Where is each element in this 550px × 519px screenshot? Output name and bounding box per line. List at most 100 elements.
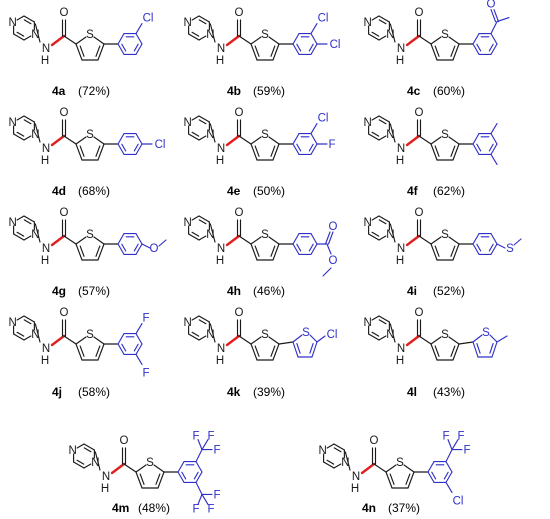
pyrazine-nitrogen-bottom: N [31,29,39,41]
pyrazine-nitrogen-top: N [183,317,191,329]
trifluoromethyl-top-f: F [192,431,199,443]
chlorine-label: Cl [318,13,329,25]
carbonyl-oxygen: O [235,107,244,119]
pyrazine-nitrogen-top: N [183,17,191,29]
amide-nitrogen: N [102,471,110,483]
chlorine-label: Cl [155,139,166,151]
chlorine-label: Cl [143,13,154,25]
amide-nitrogen: N [217,143,225,155]
compound-yield: (46%) [253,284,285,298]
carbonyl-oxygen: O [235,307,244,319]
fluorine-label: F [142,313,149,325]
compound-id: 4k [227,385,241,399]
amide-nitrogen: N [217,343,225,355]
pyrazine-nitrogen-bottom: N [386,229,394,241]
pyrazine-nitrogen-top: N [363,217,371,229]
compound-yield: (59%) [253,84,285,98]
pyrazine-nitrogen-top: N [318,445,326,457]
carbonyl-oxygen: O [415,7,424,19]
thiophene-sulfur: S [482,327,490,339]
pyrazine-nitrogen-top: N [363,17,371,29]
chlorine-label: Cl [330,39,341,51]
carbonyl-oxygen: O [235,207,244,219]
trifluoromethyl-bottom-f: F [213,489,220,501]
amide-hydrogen: H [216,355,224,367]
compound-yield: (52%) [433,284,465,298]
thiophene-sulfur: S [146,457,154,469]
thiophene-sulfur: S [261,229,269,241]
pyrazine-nitrogen-top: N [363,317,371,329]
pyrazine-nitrogen-bottom: N [91,457,99,469]
compound-id: 4d [52,184,66,198]
compound-id: 4b [227,84,241,98]
compound-yield: (43%) [433,385,465,399]
trifluoromethyl-f: F [463,445,470,457]
pyrazine-nitrogen-bottom: N [206,29,214,41]
amide-hydrogen: H [41,255,49,267]
thiophene-sulfur: S [396,457,404,469]
ester-carbonyl-oxygen: O [329,221,338,233]
carbonyl-oxygen: O [415,107,424,119]
trifluoromethyl-f: F [442,431,449,443]
thiophene-sulfur: S [441,29,449,41]
compound-yield: (57%) [78,284,110,298]
compound-yield: (58%) [78,385,110,399]
amide-hydrogen: H [41,355,49,367]
amide-hydrogen: H [396,155,404,167]
carbonyl-oxygen: O [60,207,69,219]
ketone-oxygen: O [487,0,496,11]
pyrazine-nitrogen-bottom: N [31,329,39,341]
amide-hydrogen: H [351,483,359,495]
compound-id: 4h [227,284,241,298]
pyrazine-nitrogen-top: N [363,117,371,129]
methoxy-oxygen: O [150,243,159,255]
carbonyl-oxygen: O [60,107,69,119]
pyrazine-nitrogen-top: N [8,317,16,329]
pyrazine-nitrogen-top: N [68,445,76,457]
pyrazine-nitrogen-bottom: N [31,229,39,241]
carbonyl-oxygen: O [120,435,129,447]
thiophene-sulfur: S [86,29,94,41]
pyrazine-nitrogen-top: N [183,117,191,129]
pyrazine-nitrogen-bottom: N [386,129,394,141]
amide-nitrogen: N [217,243,225,255]
thiophene-sulfur: S [441,129,449,141]
pyrazine-nitrogen-top: N [8,217,16,229]
thiophene-sulfur: S [86,329,94,341]
pyrazine-nitrogen-bottom: N [341,457,349,469]
carbonyl-oxygen: O [60,307,69,319]
compound-id: 4c [407,84,421,98]
amide-nitrogen: N [42,343,50,355]
amide-nitrogen: N [397,243,405,255]
compound-id: 4g [52,284,66,298]
thiophene-sulfur: S [86,229,94,241]
amide-nitrogen: N [217,43,225,55]
compound-id: 4n [362,501,376,515]
pyrazine-nitrogen-top: N [8,117,16,129]
thiophene-sulfur: S [302,327,310,339]
compound-yield: (60%) [433,84,465,98]
pyrazine-nitrogen-top: N [183,217,191,229]
chlorine-label: Cl [327,329,338,341]
trifluoromethyl-f: F [457,431,464,443]
compound-yield: (39%) [253,385,285,399]
carbonyl-oxygen: O [415,207,424,219]
amide-nitrogen: N [42,143,50,155]
carbonyl-oxygen: O [60,7,69,19]
carbonyl-oxygen: O [235,7,244,19]
thioether-sulfur: S [506,243,514,255]
thiophene-sulfur: S [261,29,269,41]
